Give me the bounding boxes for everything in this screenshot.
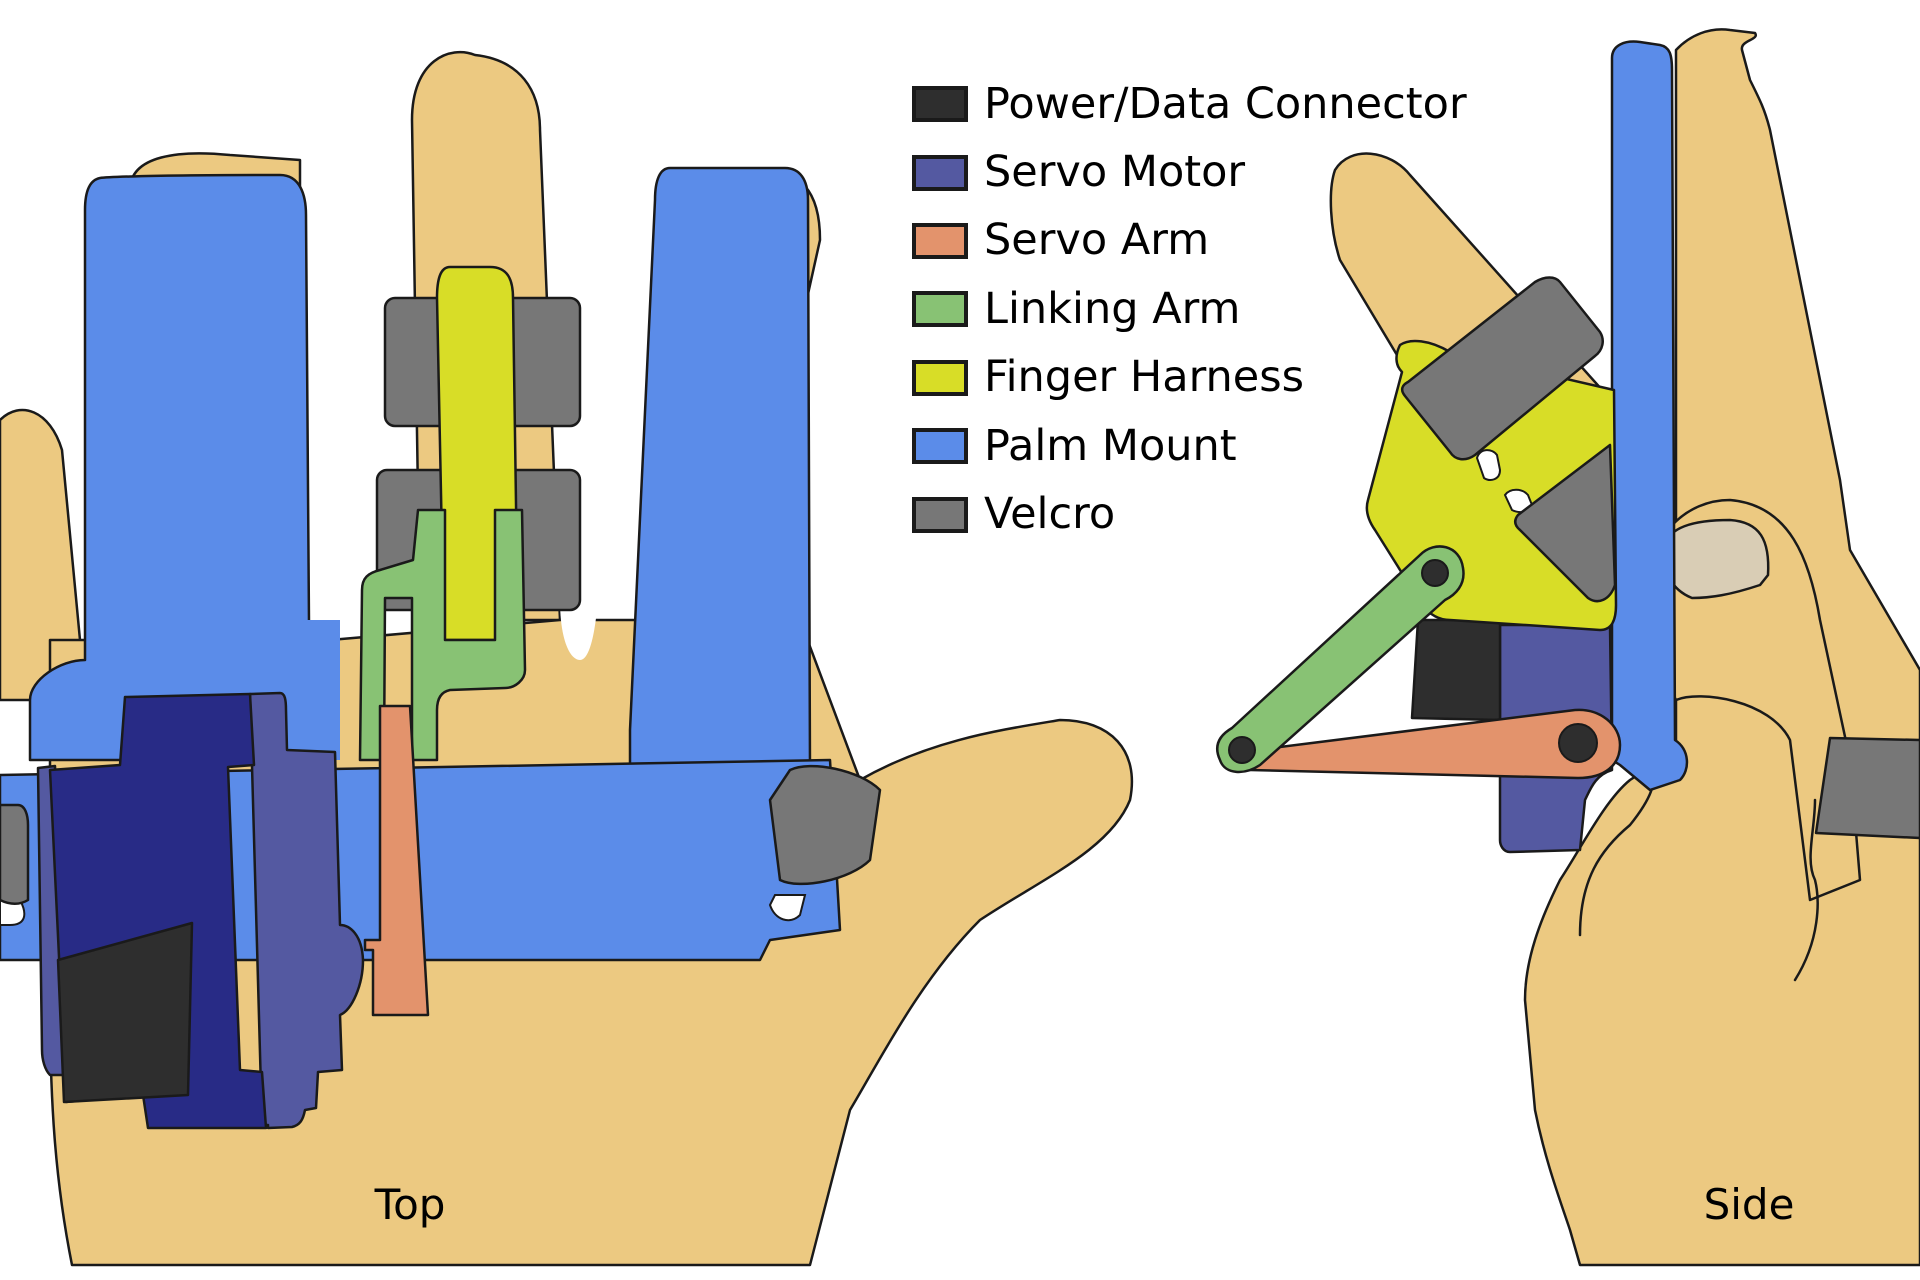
top-servo-motor [36, 691, 365, 1130]
servo-motor-outer [248, 691, 365, 1130]
side-velcro-upper [1400, 276, 1604, 461]
side-hand-crease-2 [1793, 798, 1819, 982]
palm-mount-right-fin [628, 166, 812, 772]
side-palm-mount [1610, 40, 1689, 792]
side-linking-arm-top-pin [1421, 559, 1449, 587]
legend-swatch [912, 86, 968, 123]
top-servo-arm [363, 704, 430, 1017]
side-servo-arm [1238, 708, 1622, 780]
legend-label: Velcro [984, 489, 1116, 540]
top-velcro-left-clip [0, 803, 30, 905]
side-linking-arm [1215, 545, 1465, 774]
legend-label: Palm Mount [984, 420, 1237, 471]
palm-mount-fin-bridge [306, 620, 340, 760]
legend-label: Linking Arm [984, 283, 1241, 334]
legend-label: Servo Arm [984, 215, 1210, 266]
side-linking-arm-bottom-pin [1228, 736, 1256, 764]
top-view: Top [0, 50, 1134, 1267]
top-velcro-right-clip [768, 764, 882, 886]
legend-item-servo-motor: Servo Motor [912, 138, 1467, 206]
legend: Power/Data Connector Servo Motor Servo A… [912, 70, 1467, 549]
servo-motor-side-strip [36, 764, 67, 1077]
side-harness-hole-1 [1475, 449, 1502, 481]
legend-swatch [912, 428, 968, 465]
side-view: Side [1215, 28, 1920, 1267]
side-thumbnail [1662, 518, 1770, 600]
legend-swatch [912, 359, 968, 396]
top-power-data-connector [56, 921, 194, 1104]
legend-label: Power/Data Connector [984, 78, 1467, 129]
top-view-label: Top [374, 1180, 446, 1229]
top-linking-arm [358, 508, 527, 762]
side-velcro-wrist [1814, 736, 1920, 840]
side-servo-arm-pin [1558, 723, 1598, 763]
legend-swatch [912, 154, 968, 191]
legend-swatch [912, 496, 968, 533]
legend-item-linking-arm: Linking Arm [912, 275, 1467, 343]
side-velcro-lower [1514, 443, 1617, 603]
legend-label: Servo Motor [984, 147, 1246, 198]
legend-item-finger-harness: Finger Harness [912, 344, 1467, 412]
palm-mount-left-fin [28, 173, 312, 762]
legend-item-velcro: Velcro [912, 480, 1467, 548]
palm-mount-hole-right [768, 894, 807, 922]
side-power-data-connector [1410, 618, 1502, 722]
side-view-label: Side [1704, 1180, 1795, 1229]
legend-item-power-data-connector: Power/Data Connector [912, 70, 1467, 138]
legend-item-palm-mount: Palm Mount [912, 412, 1467, 480]
legend-label: Finger Harness [984, 352, 1305, 403]
legend-swatch [912, 222, 968, 259]
legend-swatch [912, 291, 968, 328]
legend-item-servo-arm: Servo Arm [912, 207, 1467, 275]
